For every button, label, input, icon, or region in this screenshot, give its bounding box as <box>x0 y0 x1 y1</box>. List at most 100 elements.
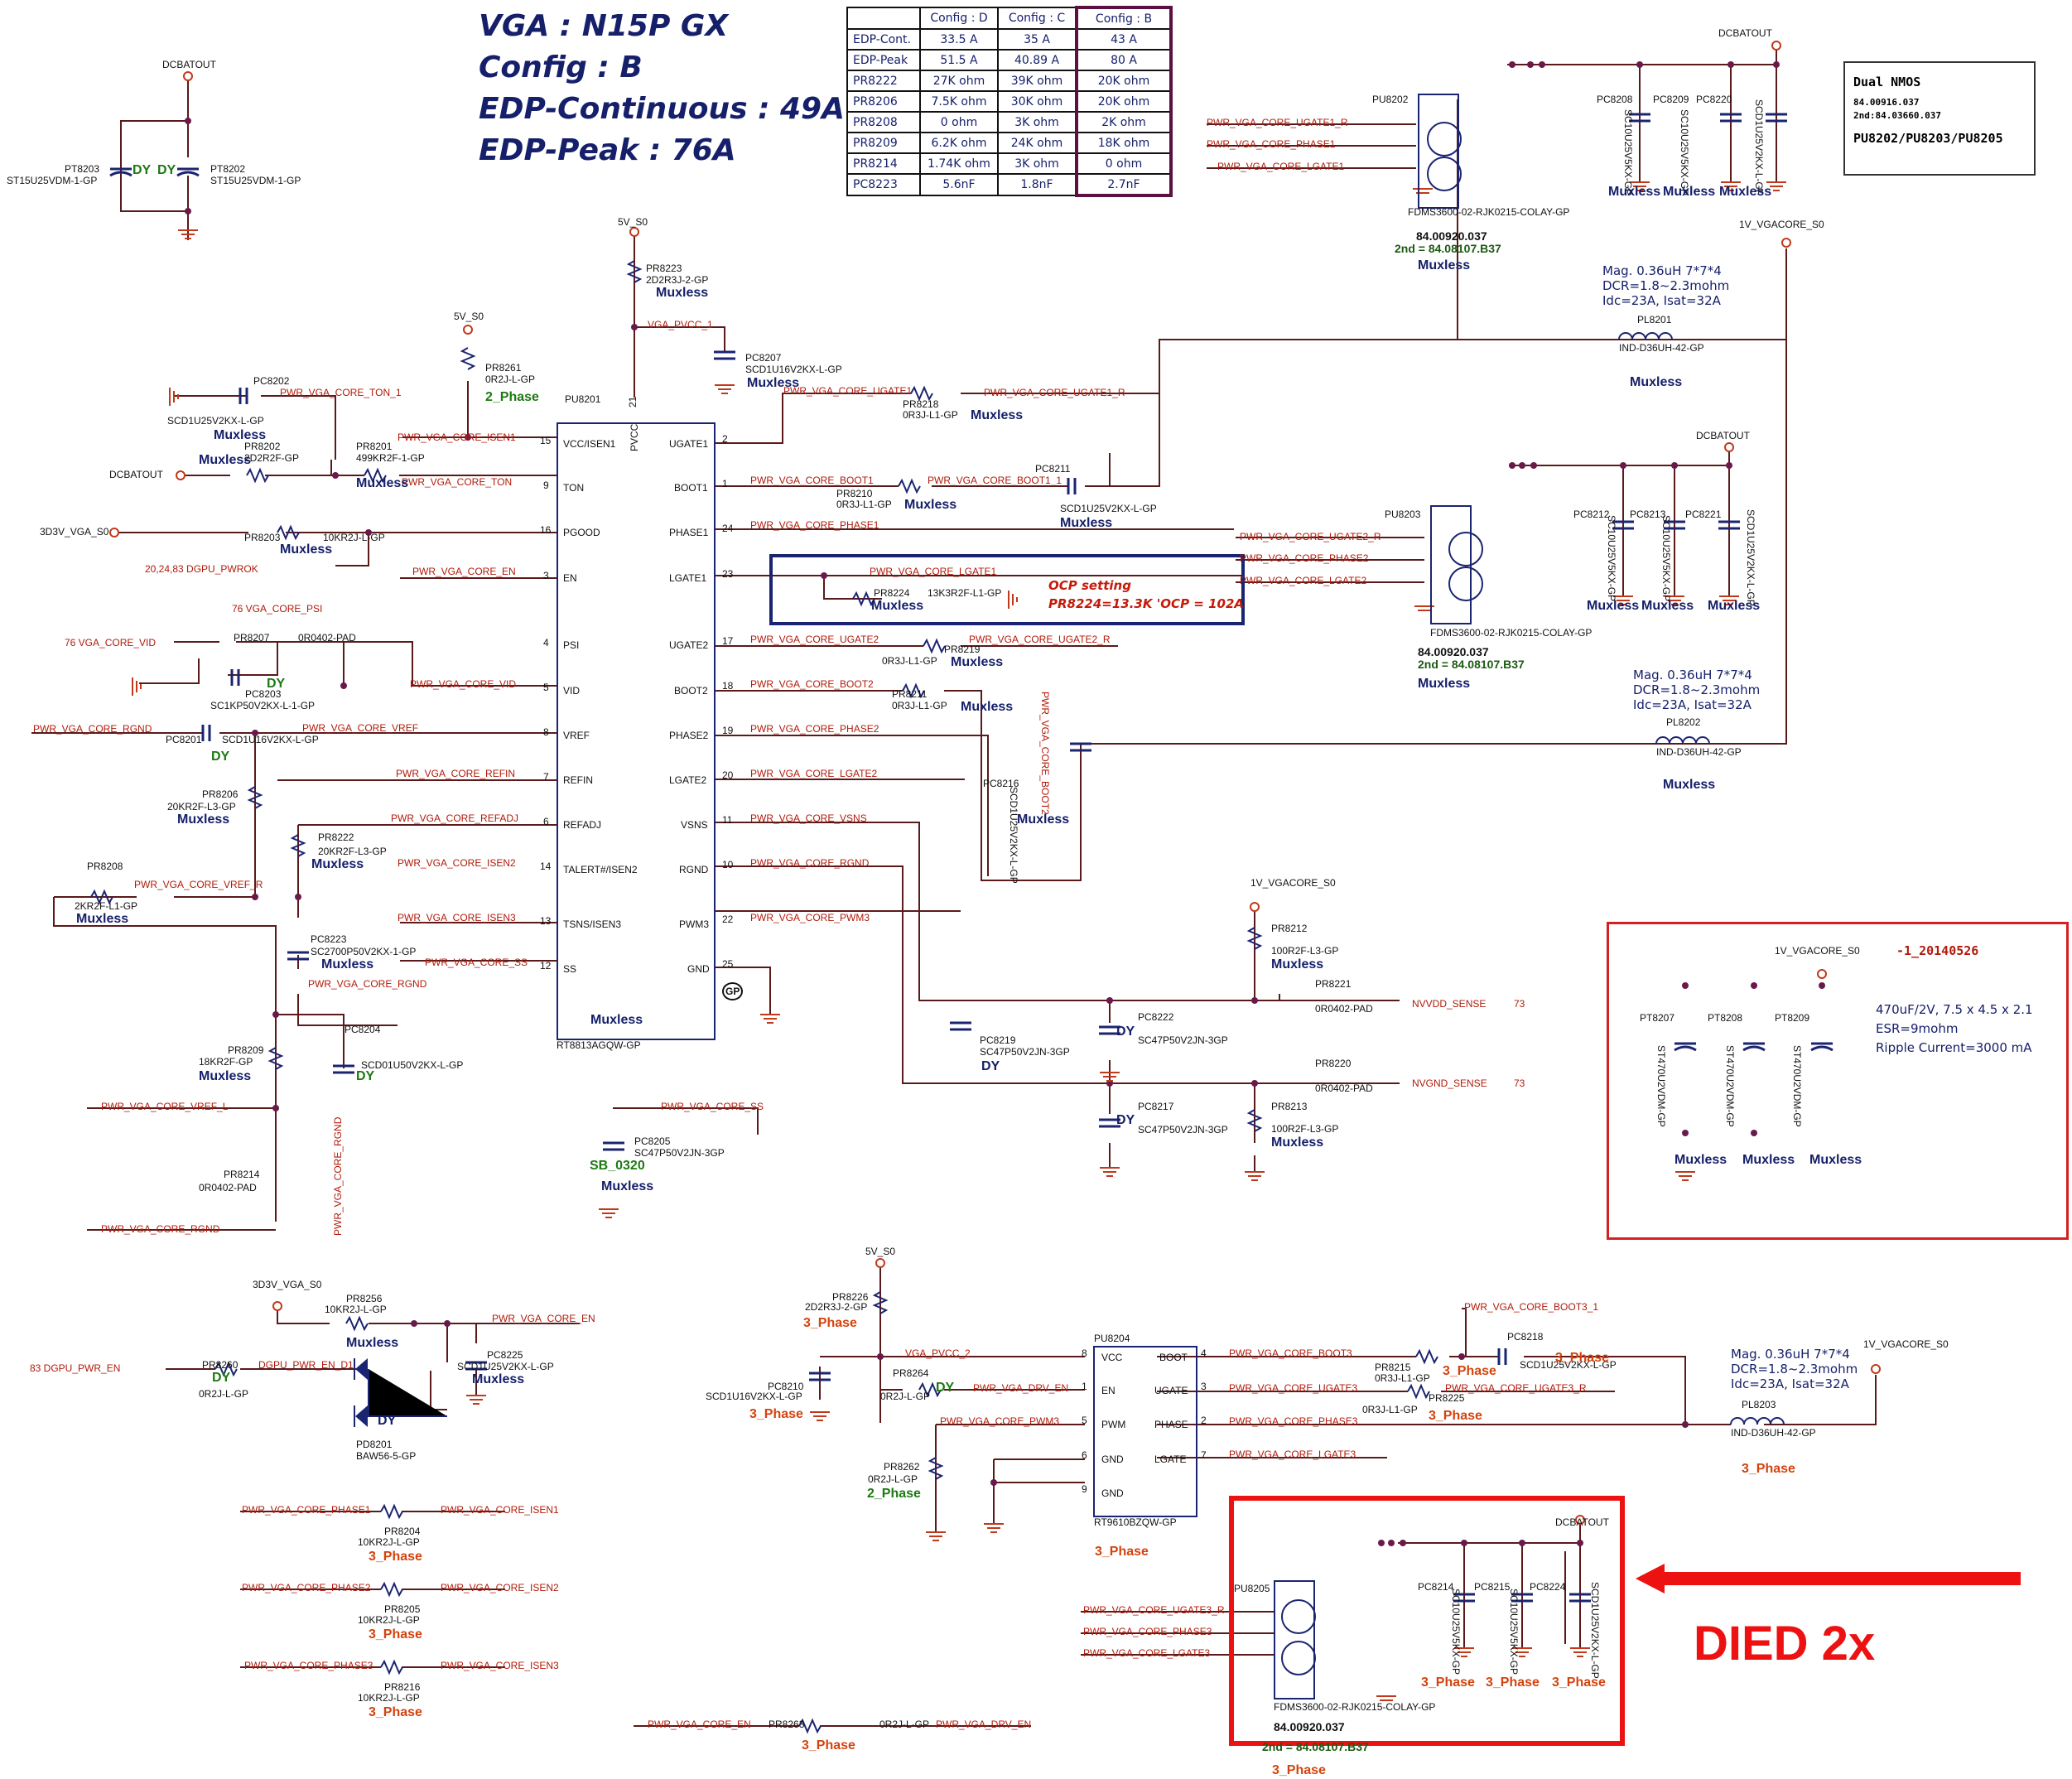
controller-ic-pu8201 <box>557 422 716 1040</box>
cell: 80 A <box>1075 49 1173 71</box>
ref-pu8203: PU8203 <box>1385 509 1421 520</box>
rail-5v: 5V_S0 <box>865 1246 896 1257</box>
muxless-tag: Muxless <box>1630 375 1683 389</box>
phase2-tag: 2_Phase <box>485 390 539 404</box>
muxless-tag: Muxless <box>177 812 230 827</box>
dy-tag: DY <box>981 1059 1000 1073</box>
ref-label: PR8204 <box>384 1526 421 1537</box>
ref-pr8256: PR8256 <box>346 1293 383 1304</box>
muxless-tag: Muxless <box>656 286 709 300</box>
muxless-tag: Muxless <box>1017 812 1070 827</box>
val-pr8212: 100R2F-L3-GP <box>1271 945 1339 957</box>
dy-tag: DY <box>936 1381 955 1395</box>
pin-num: 6 <box>543 816 549 827</box>
net-label: PWR_VGA_CORE_PHASE1 <box>750 519 879 531</box>
cell: 27K ohm <box>919 70 999 92</box>
cell: 18K ohm <box>1075 132 1173 154</box>
net-rgnd: PWR_VGA_CORE_RGND <box>308 978 427 990</box>
ocp-setting-box <box>769 554 1245 625</box>
val-pc8218: SCD1U25V2KX-L-GP <box>1520 1359 1617 1371</box>
net-dgpu-pwrok: 20,24,83 DGPU_PWROK <box>145 563 258 575</box>
note-pn2: 2nd:84.03660.037 <box>1853 110 1941 121</box>
sb-tag: SB_0320 <box>590 1159 645 1173</box>
pin-name: REFADJ <box>563 819 602 831</box>
ref-pr8222: PR8222 <box>318 832 354 843</box>
dy-tag: DY <box>212 1371 231 1385</box>
phase3-tag: 3_Phase <box>1742 1462 1795 1476</box>
pn-label: 84.00920.037 <box>1274 1720 1345 1733</box>
net-label: PWR_VGA_CORE_PWM3 <box>750 912 870 923</box>
net-pvcc1: VGA_PVCC_1 <box>648 319 713 330</box>
net-label: PWR_VGA_CORE_PHASE2 <box>242 1582 371 1593</box>
net-core-en: PWR_VGA_CORE_EN <box>492 1313 595 1324</box>
net-ugate2-r: PWR_VGA_CORE_UGATE2_R <box>969 634 1111 645</box>
ref-pc8218: PC8218 <box>1507 1331 1544 1343</box>
ref-pr8218: PR8218 <box>903 398 939 410</box>
val-pc8202: SCD1U25V2KX-L-GP <box>167 415 264 427</box>
muxless-tag: Muxless <box>76 912 129 926</box>
ref-pu8204: PU8204 <box>1094 1333 1130 1344</box>
page-ref: 73 <box>1514 1078 1525 1089</box>
cap-spec1: 470uF/2V, 7.5 x 4.5 x 2.1 <box>1876 1002 2033 1017</box>
net-boot2-vertical: PWR_VGA_CORE_BOOT2 <box>1039 692 1051 815</box>
net-label: PWR_VGA_CORE_PHASE3 <box>244 1660 373 1671</box>
cap-spec3: Ripple Current=3000 mA <box>1876 1040 2032 1055</box>
ref-pr8208: PR8208 <box>87 861 123 872</box>
ref-pc8210: PC8210 <box>768 1381 804 1392</box>
val-pd8201: BAW56-5-GP <box>356 1450 417 1462</box>
net-label: PWR_VGA_CORE_EN <box>412 566 516 577</box>
dy-tag: DY <box>378 1414 397 1428</box>
val-pc8205: SC47P50V2JN-3GP <box>634 1147 725 1159</box>
net-lgate1: PWR_VGA_CORE_LGATE1 <box>870 566 997 577</box>
net-label: PWR_VGA_CORE_UGATE3_R <box>1083 1604 1225 1616</box>
net-dgpu-pwr-en: 83 DGPU_PWR_EN <box>30 1362 121 1374</box>
val-label: 0R2J-L-GP <box>879 1719 930 1730</box>
pin-num: 1 <box>722 478 728 489</box>
ocp-value: PR8224=13.3K 'OCP = 102A <box>1048 596 1244 611</box>
phase3-tag: 3_Phase <box>1095 1545 1149 1559</box>
net-label: PWR_VGA_CORE_VID <box>410 678 517 690</box>
pin-name: VID <box>563 685 581 697</box>
val-pr8221: 0R0402-PAD <box>1315 1003 1373 1015</box>
cap-val: ST470U2VDM-GP <box>1655 1045 1667 1127</box>
ref-pc8202: PC8202 <box>253 375 290 387</box>
cell: 33.5 A <box>919 28 999 51</box>
net-label: PWR_VGA_CORE_VSNS <box>750 812 867 824</box>
muxless-tag: Muxless <box>747 376 800 390</box>
pin-num: 2 <box>1201 1415 1207 1426</box>
muxless-tag: Muxless <box>1271 957 1324 971</box>
pin-num: 22 <box>722 914 734 925</box>
val-pr8262: 0R2J-L-GP <box>868 1473 918 1485</box>
table-header-cell <box>846 7 921 30</box>
val-pr8202: 2D2R2F-GP <box>244 452 300 464</box>
net-phase3: PWR_VGA_CORE_PHASE3 <box>1229 1415 1358 1427</box>
net-label: PWR_VGA_CORE_UGATE1_R <box>1207 117 1348 128</box>
cap-ref: PC8209 <box>1653 94 1689 105</box>
ind-spec3: Idc=23A, Isat=32A <box>1602 293 1721 308</box>
muxless-tag: Muxless <box>1708 599 1761 613</box>
pin-num: 25 <box>722 958 734 970</box>
val-pr8210: 0R3J-L1-GP <box>836 499 892 510</box>
ref-pr8213: PR8213 <box>1271 1101 1308 1112</box>
pin-name: PHASE2 <box>669 730 709 741</box>
driver-ic-pu8204 <box>1093 1346 1197 1517</box>
ref-pc8205: PC8205 <box>634 1135 671 1147</box>
mosfet-pu8202 <box>1418 94 1459 209</box>
cell: 20K ohm <box>1075 70 1173 92</box>
row-name: PC8223 <box>846 173 921 196</box>
cap-spec2: ESR=9mohm <box>1876 1021 1959 1036</box>
val-label: 10KR2J-L-GP <box>358 1536 420 1548</box>
ref-pl8201: PL8201 <box>1637 314 1672 325</box>
pin-num: 14 <box>540 861 552 872</box>
pin-num: 15 <box>540 435 552 446</box>
net-label: PWR_VGA_CORE_LGATE2 <box>750 768 878 779</box>
pin-num: 24 <box>722 523 734 534</box>
cap-ref: PT8207 <box>1640 1012 1675 1024</box>
page-ref: 73 <box>1514 998 1525 1010</box>
arrow-annotation <box>1636 1564 2021 1593</box>
cell: 40.89 A <box>997 49 1077 71</box>
row-name: PR8209 <box>846 132 921 154</box>
muxless-tag: Muxless <box>199 453 252 467</box>
